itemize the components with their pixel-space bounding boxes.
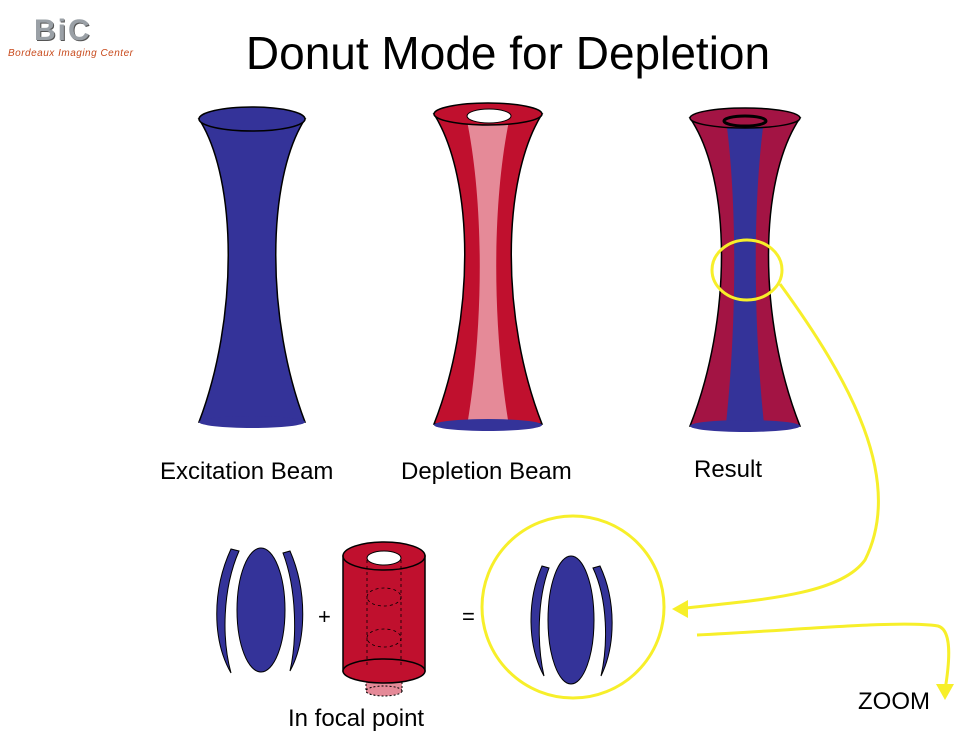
result-beam-bottom [690, 420, 800, 432]
bic-logo: BiC Bordeaux Imaging Center [4, 8, 154, 59]
focal-point-label: In focal point [288, 705, 425, 732]
focal-excitation [216, 547, 304, 674]
excitation-beam-label: Excitation Beam [160, 458, 334, 485]
result-label: Result [694, 456, 763, 483]
zoom-arrow-head-down [936, 684, 954, 700]
excitation-beam-bottom [199, 416, 305, 428]
result-beam-core [726, 120, 764, 424]
depletion-beam [432, 102, 544, 431]
cylinder-bottom [342, 658, 426, 684]
plus-operator: + [318, 604, 331, 629]
depletion-beam-bottom [434, 419, 542, 431]
focal-excitation-left-arc [216, 548, 240, 674]
zoom-arrow-curve [675, 283, 880, 611]
result-beam-top [689, 107, 801, 129]
excitation-beam [197, 106, 307, 428]
cylinder-stub-bottom [365, 685, 403, 697]
equals-operator: = [462, 604, 475, 629]
focal-excitation-right-arc [282, 550, 304, 672]
focal-result-left-arc [530, 565, 550, 677]
cylinder-hole [366, 550, 402, 566]
zoom-arrow-right [696, 622, 951, 691]
cylinder-body [342, 555, 426, 672]
excitation-beam-body [197, 118, 307, 423]
result-beam-top-ring [722, 114, 768, 128]
zoom-circle-small [710, 238, 784, 302]
zoom-label: ZOOM [858, 688, 930, 715]
zoom-circle-large [480, 514, 666, 700]
depletion-beam-hole [466, 108, 512, 124]
logo-subtitle: Bordeaux Imaging Center [8, 48, 134, 59]
slide-title: Donut Mode for Depletion [245, 27, 771, 79]
focal-result [530, 555, 613, 685]
focal-result-right-arc [592, 565, 613, 677]
focal-result-spot [547, 555, 595, 685]
depletion-beam-core [466, 116, 510, 420]
cylinder-inner-ring-2 [366, 628, 402, 648]
depletion-beam-label: Depletion Beam [401, 458, 572, 485]
result-beam [688, 107, 802, 432]
focal-depletion-cylinder [342, 541, 426, 697]
logo-mark: BiC [34, 14, 92, 47]
excitation-beam-top [198, 106, 306, 132]
focal-excitation-spot [236, 547, 286, 673]
cylinder-inner-ring-1 [366, 587, 402, 607]
zoom-arrow-head-left [672, 600, 688, 618]
